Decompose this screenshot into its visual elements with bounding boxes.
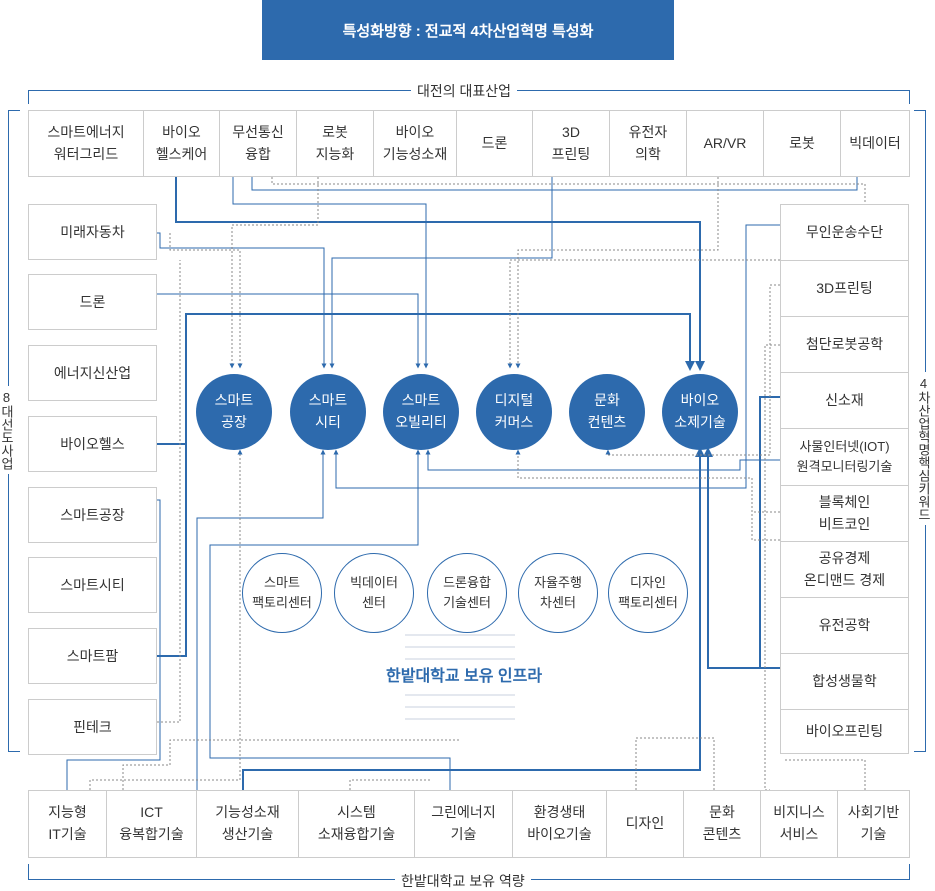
- bottom-capability-item: 기능성소재 생산기술: [196, 791, 298, 857]
- bottom-capability-item: 사회기반 기술: [837, 791, 909, 857]
- left-industry-item: 바이오헬스: [28, 416, 157, 472]
- top-industry-item: 무선통신 융합: [219, 111, 296, 176]
- left-industry-item: 에너지신산업: [28, 345, 157, 401]
- left-group-label: 8대선도사업: [0, 386, 14, 474]
- left-industry-item: 스마트팜: [28, 628, 157, 684]
- infra-label: 한밭대학교 보유 인프라: [380, 660, 549, 688]
- top-group-label: 대전의 대표산업: [411, 81, 518, 101]
- specialization-circle: 문화 컨텐츠: [569, 374, 645, 450]
- top-industry-item: 빅데이터: [840, 111, 909, 176]
- bottom-capability-item: ICT 융복합기술: [106, 791, 196, 857]
- right-keyword-item: 3D프린팅: [781, 260, 908, 316]
- infra-center-circle: 스마트 팩토리센터: [242, 553, 322, 633]
- bottom-capability-row: 지능형 IT기술 ICT 융복합기술 기능성소재 생산기술 시스템 소재융합기술…: [28, 790, 910, 858]
- right-keyword-item: 무인운송수단: [805, 223, 884, 240]
- right-keyword-item: 신소재: [781, 372, 908, 428]
- specialization-circle: 스마트 공장: [196, 374, 272, 450]
- bottom-capability-item: 디자인: [606, 791, 683, 857]
- top-industry-item: 스마트에너지 워터그리드: [47, 123, 125, 162]
- specialization-circle: 디지털 커머스: [476, 374, 552, 450]
- bottom-capability-item: 시스템 소재융합기술: [298, 791, 414, 857]
- bottom-capability-item: 문화 콘텐츠: [683, 791, 760, 857]
- specialization-circle: 스마트 시티: [290, 374, 366, 450]
- right-keyword-item: 공유경제 온디맨드 경제: [781, 541, 908, 597]
- right-keyword-item: 바이오프린팅: [781, 709, 908, 753]
- top-industry-item: 로봇 지능화: [296, 111, 373, 176]
- top-industry-item: 3D 프린팅: [532, 111, 609, 176]
- top-industry-item: 유전자 의학: [609, 111, 686, 176]
- top-industry-item: 드론: [456, 111, 532, 176]
- infra-center-circle: 드론융합 기술센터: [427, 553, 507, 633]
- infra-center-circle: 디자인 팩토리센터: [608, 553, 688, 633]
- infra-center-circle: 자율주행 차센터: [518, 553, 598, 633]
- infra-center-circle: 빅데이터 센터: [334, 553, 414, 633]
- bottom-group-label: 한밭대학교 보유 역량: [395, 871, 531, 891]
- right-keyword-item: 유전공학: [781, 597, 908, 653]
- top-industry-item: AR/VR: [686, 111, 763, 176]
- top-industry-item: 바이오 기능성소재: [373, 111, 456, 176]
- right-keyword-item: 사물인터넷(IOT) 원격모니터링기술: [781, 428, 908, 485]
- left-industry-item: 스마트시티: [28, 557, 157, 613]
- left-industry-item: 미래자동차: [28, 204, 157, 260]
- left-industry-item: 핀테크: [28, 699, 157, 755]
- top-industry-item: 바이오 헬스케어: [143, 111, 219, 176]
- left-industry-item: 스마트공장: [28, 487, 157, 543]
- top-industry-item: 로봇: [763, 111, 840, 176]
- bottom-capability-item: 비지니스 서비스: [760, 791, 837, 857]
- right-keyword-item: 합성생물학: [781, 653, 908, 709]
- right-keyword-column: 무인운송수단 3D프린팅 첨단로봇공학 신소재 사물인터넷(IOT) 원격모니터…: [780, 204, 909, 754]
- right-group-label: 4차산업혁명핵심키워드: [916, 372, 931, 525]
- bottom-capability-item: 환경생태 바이오기술: [512, 791, 606, 857]
- top-industry-row: 스마트에너지 워터그리드 바이오 헬스케어 무선통신 융합 로봇 지능화 바이오…: [28, 110, 910, 177]
- page-title: 특성화방향 : 전교적 4차산업혁명 특성화: [262, 0, 674, 60]
- right-keyword-item: 블록체인 비트코인: [781, 485, 908, 541]
- specialization-circle: 바이오 소제기술: [662, 374, 738, 450]
- bottom-capability-item: 지능형 IT기술: [48, 804, 87, 842]
- left-industry-item: 드론: [28, 274, 157, 330]
- bottom-capability-item: 그린에너지 기술: [414, 791, 512, 857]
- right-keyword-item: 첨단로봇공학: [781, 316, 908, 372]
- specialization-circle: 스마트 오빌리티: [383, 374, 459, 450]
